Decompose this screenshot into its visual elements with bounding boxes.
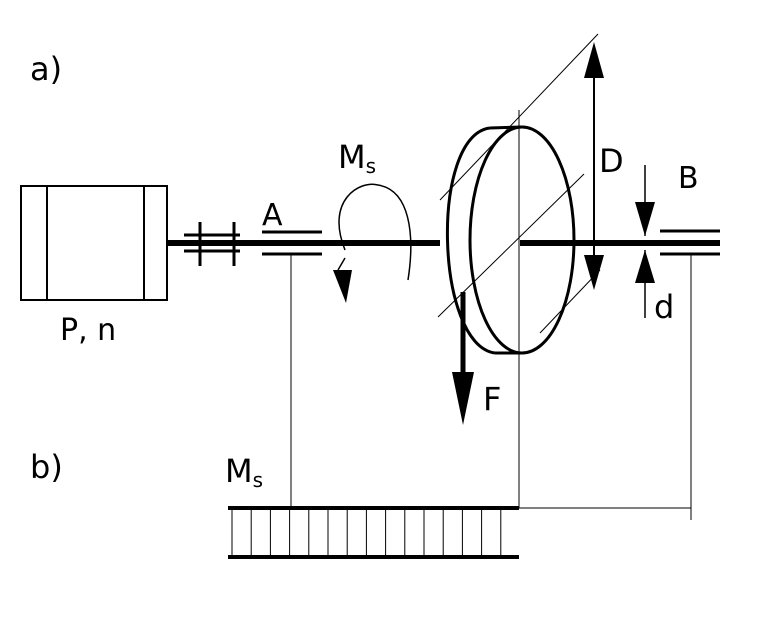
motor	[20, 185, 168, 301]
torque-label: Ms	[338, 138, 376, 178]
diameter-big-dimension	[584, 42, 604, 290]
torque-rotation-arrow	[333, 183, 412, 303]
projection-lines	[290, 110, 692, 520]
diameter-big-label: D	[599, 142, 624, 180]
bearing-b	[660, 229, 720, 256]
part-a-label: a)	[30, 50, 62, 88]
diameter-small-dimension	[635, 165, 655, 318]
coupling	[167, 222, 440, 266]
part-b-label: b)	[30, 448, 63, 486]
force-label: F	[483, 380, 501, 418]
motor-label: P, n	[60, 313, 116, 348]
torque-diagram	[228, 506, 519, 559]
diameter-small-label: d	[654, 288, 674, 326]
diagram-torque-label: Ms	[225, 452, 263, 492]
force-arrow	[452, 292, 474, 425]
bearing-a-label: A	[262, 198, 283, 233]
torque-diagram-hatching	[231, 508, 502, 557]
bearing-a	[262, 230, 322, 256]
bearing-b-label: B	[678, 161, 699, 196]
